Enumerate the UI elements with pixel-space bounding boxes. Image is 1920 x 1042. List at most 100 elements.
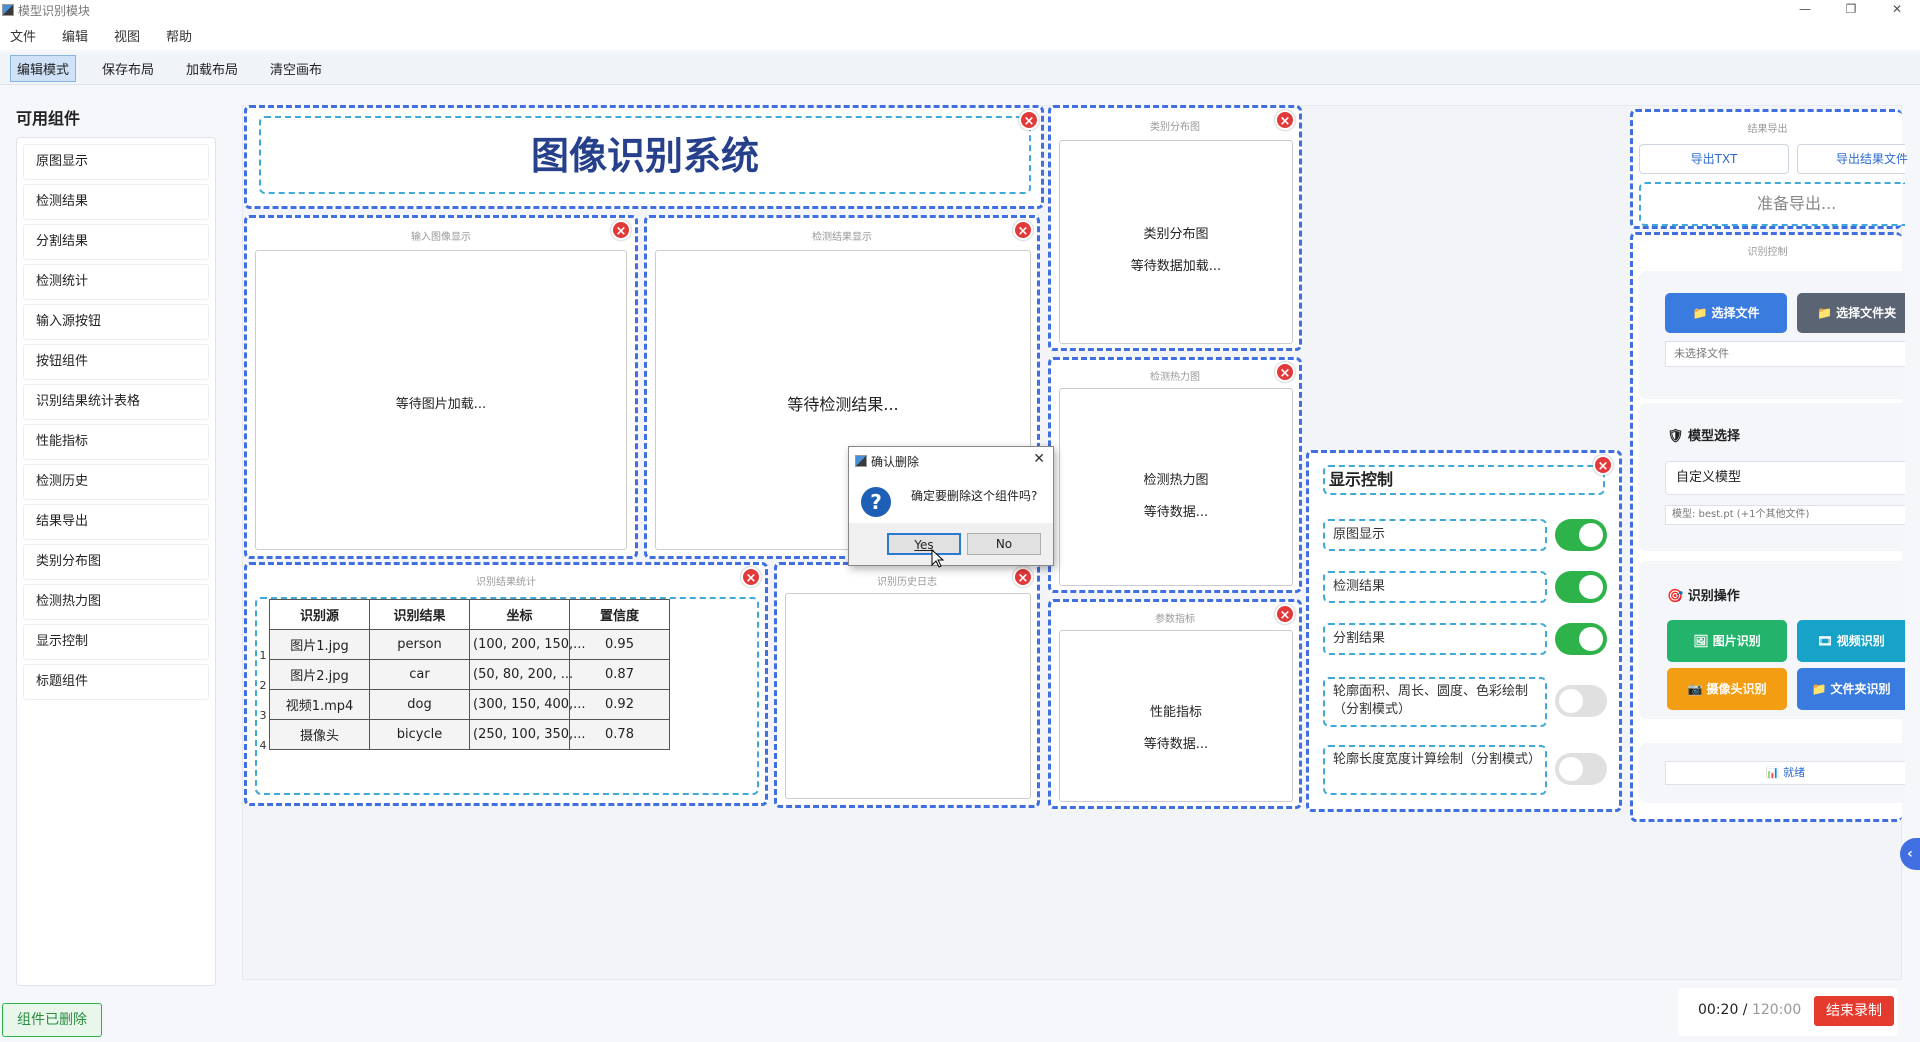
- table-cell: 摄像头: [269, 719, 370, 750]
- column-header[interactable]: 识别结果: [369, 599, 470, 630]
- table-cell: car: [369, 659, 470, 690]
- dialog-app-icon: [855, 455, 867, 467]
- table-cell: 0.92: [569, 689, 670, 720]
- sidebar-title: 可用组件: [16, 109, 81, 128]
- yes-button[interactable]: Yes: [887, 533, 961, 555]
- component-item[interactable]: 显示控制: [23, 624, 209, 660]
- title-widget[interactable]: 图像识别系统 ×: [244, 105, 1044, 209]
- component-item[interactable]: 性能指标: [23, 424, 209, 460]
- metrics-widget[interactable]: 参数指标 性能指标 等待数据... ×: [1048, 599, 1302, 809]
- model-select[interactable]: 自定义模型: [1665, 461, 1905, 495]
- app-icon: [2, 4, 14, 16]
- table-frame: 1 2 3 4 识别源 识别结果 坐标 置信度 图片1.jpg person (…: [255, 597, 759, 795]
- menu-view[interactable]: 视图: [114, 29, 141, 45]
- target-icon: 🎯: [1667, 589, 1688, 604]
- video-recognition-button[interactable]: 🎞 视频识别: [1797, 620, 1905, 662]
- column-header[interactable]: 识别源: [269, 599, 370, 630]
- stop-recording-button[interactable]: 结束录制: [1814, 996, 1894, 1026]
- close-icon[interactable]: ✕: [1891, 2, 1903, 16]
- select-file-button[interactable]: 📁 选择文件: [1665, 293, 1787, 333]
- image-view: 等待图片加载...: [255, 250, 627, 550]
- remove-widget-icon[interactable]: ×: [1593, 455, 1613, 475]
- export-txt-button[interactable]: 导出TXT: [1639, 144, 1789, 174]
- toggle-contour-area[interactable]: [1555, 685, 1607, 717]
- component-item[interactable]: 检测统计: [23, 264, 209, 300]
- toggle-label: 分割结果: [1323, 623, 1547, 655]
- table-row[interactable]: 图片2.jpg car (50, 80, 200, ... 0.87: [269, 659, 670, 690]
- model-icon: 🛡: [1667, 429, 1689, 444]
- table-row[interactable]: 视频1.mp4 dog (300, 150, 400,... 0.92: [269, 689, 670, 720]
- chart-title-text: 类别分布图: [1143, 227, 1209, 242]
- heatmap-widget[interactable]: 检测热力图 检测热力图 等待数据... ×: [1048, 357, 1302, 593]
- component-item[interactable]: 按钮组件: [23, 344, 209, 380]
- detect-result-widget[interactable]: 检测结果显示 等待检测结果... ×: [644, 215, 1040, 559]
- toggle-segmentation-result[interactable]: [1555, 623, 1607, 655]
- menu-file[interactable]: 文件: [10, 29, 37, 45]
- export-file-button[interactable]: 导出结果文件: [1797, 144, 1908, 174]
- component-item[interactable]: 检测结果: [23, 184, 209, 220]
- select-folder-button[interactable]: 📁 选择文件夹: [1797, 293, 1905, 333]
- display-control-widget[interactable]: 显示控制 × 原图显示 检测结果 分割结果 轮廓面积、周长、圆度、色彩绘制（分割…: [1306, 450, 1622, 812]
- history-widget[interactable]: 识别历史日志 ×: [774, 562, 1040, 808]
- table-cell: (100, 200, 150,...: [469, 629, 586, 660]
- toggle-contour-length[interactable]: [1555, 753, 1607, 785]
- menu-help[interactable]: 帮助: [166, 29, 193, 45]
- export-widget[interactable]: 结果导出 导出TXT 导出结果文件 准备导出...: [1630, 109, 1908, 229]
- save-layout-button[interactable]: 保存布局: [102, 63, 155, 78]
- table-cell: (300, 150, 400,...: [469, 689, 586, 720]
- confirm-delete-dialog[interactable]: 确认删除 ✕ ? 确定要删除这个组件吗? Yes No: [848, 446, 1054, 568]
- stats-table[interactable]: 识别源 识别结果 坐标 置信度 图片1.jpg person (100, 200…: [269, 599, 670, 750]
- dialog-close-icon[interactable]: ✕: [1033, 451, 1045, 467]
- component-item[interactable]: 识别结果统计表格: [23, 384, 209, 420]
- title-frame: 图像识别系统: [259, 116, 1031, 194]
- clear-canvas-button[interactable]: 清空画布: [270, 63, 323, 78]
- heatmap-title-text: 检测热力图: [1143, 473, 1209, 488]
- component-item[interactable]: 检测热力图: [23, 584, 209, 620]
- image-recognition-button[interactable]: 🖼 图片识别: [1667, 620, 1787, 662]
- time-separator: /: [1738, 1002, 1752, 1018]
- folder-recognition-button[interactable]: 📁 文件夹识别: [1797, 668, 1905, 710]
- load-layout-button[interactable]: 加载布局: [186, 63, 239, 78]
- table-row[interactable]: 摄像头 bicycle (250, 100, 350,... 0.78: [269, 719, 670, 750]
- remove-widget-icon[interactable]: ×: [1013, 220, 1033, 240]
- toggle-original-display[interactable]: [1555, 519, 1607, 551]
- column-header[interactable]: 坐标: [469, 599, 570, 630]
- table-cell: (50, 80, 200, ...: [469, 659, 573, 690]
- component-item[interactable]: 结果导出: [23, 504, 209, 540]
- camera-recognition-button[interactable]: 📷 摄像头识别: [1667, 668, 1787, 710]
- remove-widget-icon[interactable]: ×: [1275, 110, 1295, 130]
- remove-widget-icon[interactable]: ×: [1275, 604, 1295, 624]
- component-item[interactable]: 检测历史: [23, 464, 209, 500]
- collapse-panel-icon[interactable]: ‹: [1900, 838, 1920, 870]
- recognition-control-widget[interactable]: 识别控制 📁 选择文件 📁 选择文件夹 未选择文件 🛡 模型选择 自定义模型 模…: [1630, 232, 1905, 822]
- table-row[interactable]: 图片1.jpg person (100, 200, 150,... 0.95: [269, 629, 670, 660]
- minimize-icon[interactable]: —: [1799, 2, 1811, 16]
- maximize-icon[interactable]: ❐: [1845, 2, 1857, 16]
- component-item[interactable]: 输入源按钮: [23, 304, 209, 340]
- history-log[interactable]: [785, 593, 1031, 799]
- remove-widget-icon[interactable]: ×: [1019, 110, 1039, 130]
- table-cell: 图片1.jpg: [269, 629, 370, 660]
- remove-widget-icon[interactable]: ×: [611, 220, 631, 240]
- menu-edit[interactable]: 编辑: [62, 29, 89, 45]
- component-item[interactable]: 原图显示: [23, 144, 209, 180]
- component-item[interactable]: 类别分布图: [23, 544, 209, 580]
- component-item[interactable]: 分割结果: [23, 224, 209, 260]
- remove-widget-icon[interactable]: ×: [1013, 567, 1033, 587]
- edit-mode-button[interactable]: 编辑模式: [10, 55, 77, 82]
- column-header[interactable]: 置信度: [569, 599, 670, 630]
- row-number: 1: [259, 649, 267, 662]
- no-button[interactable]: No: [967, 533, 1041, 555]
- remove-widget-icon[interactable]: ×: [741, 567, 761, 587]
- component-item[interactable]: 标题组件: [23, 664, 209, 700]
- selected-file-field: 未选择文件: [1665, 341, 1905, 367]
- remove-widget-icon[interactable]: ×: [1275, 362, 1295, 382]
- total-time: 120:00: [1751, 1002, 1802, 1018]
- window-title: 模型识别模块: [18, 3, 91, 18]
- yes-label: Yes: [914, 538, 934, 552]
- class-distribution-widget[interactable]: 类别分布图 类别分布图 等待数据加载... ×: [1048, 105, 1302, 351]
- recording-timer: 00:20 / 120:00: [1698, 1002, 1801, 1018]
- input-image-widget[interactable]: 输入图像显示 等待图片加载... ×: [244, 215, 638, 559]
- toggle-detection-result[interactable]: [1555, 571, 1607, 603]
- stats-table-widget[interactable]: 识别结果统计 1 2 3 4 识别源 识别结果 坐标 置信度 图片1.jpg p…: [244, 562, 768, 806]
